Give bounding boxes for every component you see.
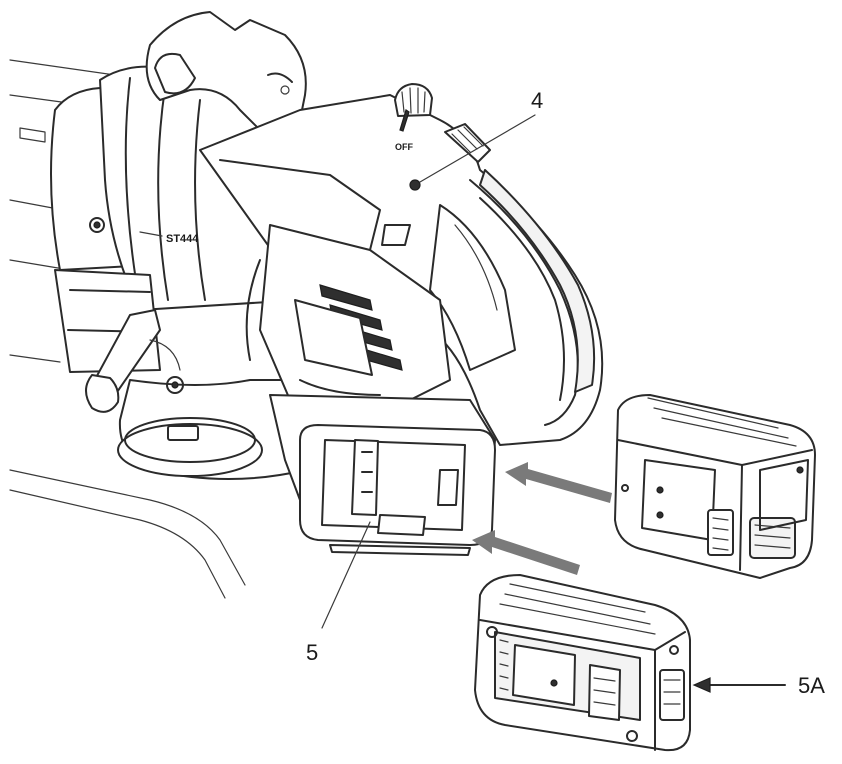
grip-trigger <box>429 204 516 371</box>
label-5a: 5A <box>798 673 825 698</box>
battery-interface <box>299 424 496 556</box>
speed-lever <box>85 309 181 413</box>
upper-arrow-icon <box>505 462 612 503</box>
side-toggle <box>444 123 491 163</box>
battery-upper <box>614 394 816 579</box>
arrowhead-icon <box>692 677 711 693</box>
off-marking: OFF <box>395 142 413 152</box>
blower-body-cylinder: ST444 <box>99 65 301 311</box>
leader-line-5 <box>321 521 371 629</box>
label-5: 5 <box>306 640 318 665</box>
top-handle <box>145 11 307 136</box>
callouts: 4 5 5A <box>306 88 825 698</box>
battery-pack-5a <box>474 574 691 752</box>
leader-line-4 <box>419 114 536 183</box>
insertion-arrows <box>472 462 612 575</box>
label-4: 4 <box>531 88 543 113</box>
model-marking: ST444 <box>166 233 199 245</box>
housing-dot <box>409 179 421 191</box>
lower-arrow-icon <box>472 530 580 575</box>
on-off-knob: OFF <box>394 83 433 152</box>
cooling-vents <box>245 224 451 411</box>
